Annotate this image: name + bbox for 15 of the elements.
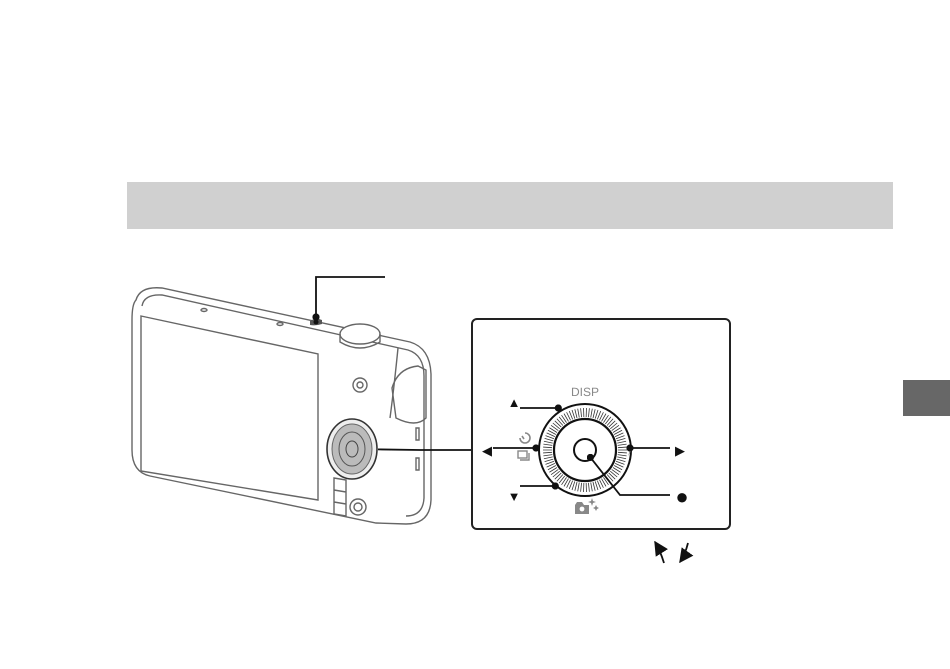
- dial-label: DISP: [570, 386, 600, 398]
- button-symbol: ▼: [506, 488, 522, 504]
- control-wheel: [326, 418, 378, 480]
- leader-line: [312, 276, 385, 321]
- button-symbol: ◀: [479, 442, 495, 458]
- button-symbol: ●: [672, 486, 692, 508]
- leader-line: [520, 404, 562, 412]
- button-symbol: ▲: [506, 394, 522, 410]
- leader-line: [493, 444, 540, 452]
- button-symbol: ▶: [672, 442, 688, 458]
- leader-line: [520, 482, 559, 490]
- zoom-lever: [309, 317, 323, 326]
- leader-line: [586, 454, 670, 496]
- inset-panel: [471, 318, 731, 530]
- leader-line: [378, 448, 471, 451]
